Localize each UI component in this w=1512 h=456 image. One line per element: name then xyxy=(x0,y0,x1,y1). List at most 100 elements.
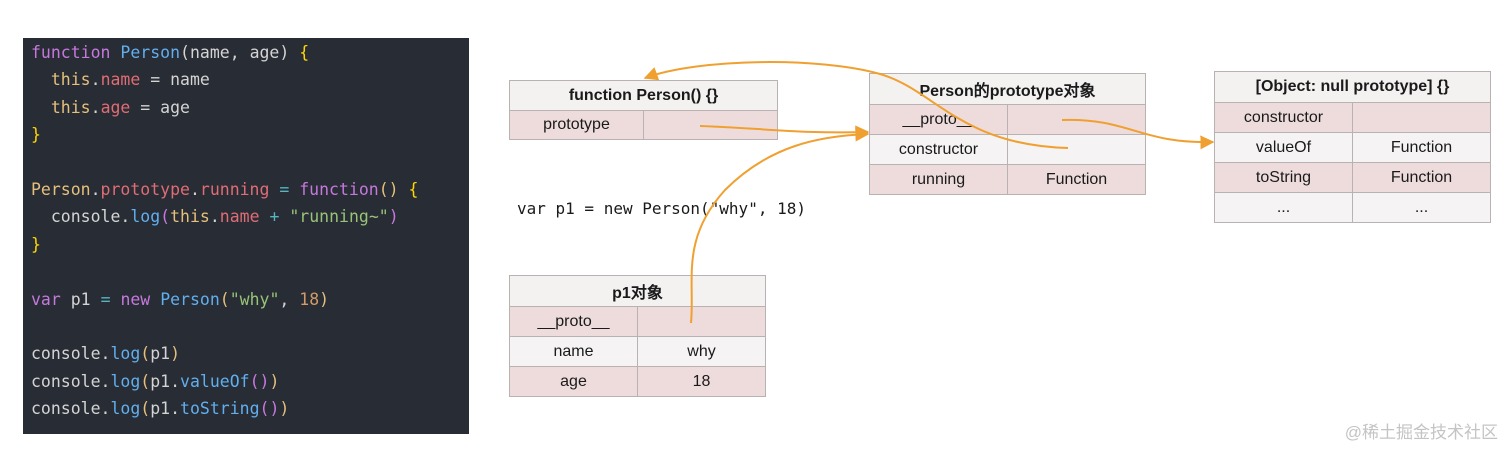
code-token: = name xyxy=(140,70,210,90)
code-line: } xyxy=(31,232,41,258)
code-editor: function Person(name, age) { this.name =… xyxy=(23,38,469,434)
person-function-table: function Person() {} prototype xyxy=(509,80,778,140)
code-token: = xyxy=(100,289,111,309)
code-token: name xyxy=(219,207,260,227)
code-token: ( xyxy=(219,289,230,309)
code-token: p1 xyxy=(150,399,171,419)
code-token: (name, age) xyxy=(180,43,300,62)
code-token: "why" xyxy=(229,289,280,309)
code-token: log xyxy=(110,371,141,391)
code-token: () xyxy=(378,180,409,199)
code-token: . xyxy=(189,180,200,199)
code-token: . xyxy=(100,399,111,419)
code-token: } xyxy=(31,234,41,254)
code-token: log xyxy=(110,344,141,364)
property-name-cell: toString xyxy=(1214,162,1353,193)
code-line: this.age = age xyxy=(31,95,190,121)
table-header: p1对象 xyxy=(509,275,766,307)
code-token: = age xyxy=(130,97,190,117)
watermark: @稀土掘金技术社区 xyxy=(1344,423,1498,442)
code-token: . xyxy=(170,371,181,391)
code-token: log xyxy=(130,207,161,227)
code-token: prototype xyxy=(100,180,190,199)
code-line: this.name = name xyxy=(31,67,210,93)
code-token: . xyxy=(100,344,111,364)
code-token: running xyxy=(199,180,270,199)
arrow-constructor-to-person-function xyxy=(643,61,1069,149)
code-token: name xyxy=(100,70,141,90)
code-token: new xyxy=(120,289,151,309)
table-row: __proto__ xyxy=(509,306,766,337)
code-token: ( xyxy=(140,344,151,364)
code-token: () xyxy=(249,371,270,391)
code-token: Person xyxy=(160,289,220,309)
code-token: ( xyxy=(160,207,171,227)
code-token: () xyxy=(259,399,280,419)
code-token: valueOf xyxy=(180,371,250,391)
table-header: Person的prototype对象 xyxy=(869,73,1146,105)
property-value-cell: Function xyxy=(1007,164,1146,195)
code-line: console.log(p1.valueOf()) xyxy=(31,369,279,395)
code-token: . xyxy=(90,180,101,199)
property-name-cell: constructor xyxy=(1214,102,1353,133)
property-value-cell: Function xyxy=(1352,132,1491,163)
code-token: { xyxy=(408,180,419,199)
code-line: console.log(this.name + "running~") xyxy=(31,204,399,230)
property-value-cell: ... xyxy=(1352,192,1491,223)
table-row: ...... xyxy=(1214,192,1491,223)
code-token: toString xyxy=(180,399,260,419)
property-name-cell: name xyxy=(509,336,638,367)
code-token: 18 xyxy=(299,289,320,309)
code-token: ( xyxy=(140,371,151,391)
property-value-cell: 18 xyxy=(637,366,766,397)
code-token: . xyxy=(120,207,131,227)
table-row: constructor xyxy=(869,134,1146,165)
code-token: this xyxy=(50,70,91,90)
code-token: = xyxy=(269,180,300,199)
code-token: ) xyxy=(319,289,330,309)
code-token: console xyxy=(50,207,121,227)
code-token: ) xyxy=(279,399,290,419)
code-token: . xyxy=(90,70,101,90)
code-token: ) xyxy=(269,371,280,391)
code-token: ) xyxy=(388,207,399,227)
property-name-cell: __proto__ xyxy=(509,306,638,337)
code-token: console xyxy=(31,371,101,391)
code-token: ( xyxy=(140,399,151,419)
code-token: p1 xyxy=(60,289,101,309)
property-value-cell: Function xyxy=(1352,162,1491,193)
table-header: [Object: null prototype] {} xyxy=(1214,71,1491,103)
code-token: . xyxy=(90,97,101,117)
property-name-cell: __proto__ xyxy=(869,104,1008,135)
code-line: } xyxy=(31,122,41,148)
code-token: Person xyxy=(120,43,181,62)
code-token: . xyxy=(209,207,220,227)
code-token: . xyxy=(100,371,111,391)
code-token: this xyxy=(50,97,91,117)
code-token: console xyxy=(31,399,101,419)
property-name-cell: age xyxy=(509,366,638,397)
table-header: function Person() {} xyxy=(509,80,778,111)
property-name-cell: running xyxy=(869,164,1008,195)
code-token: console xyxy=(31,344,101,364)
code-token: age xyxy=(100,97,131,117)
code-line: var p1 = new Person("why", 18) xyxy=(31,287,329,313)
code-token: Person xyxy=(31,180,91,199)
code-line: console.log(p1) xyxy=(31,341,180,367)
property-name-cell: valueOf xyxy=(1214,132,1353,163)
code-token: p1 xyxy=(150,344,171,364)
table-row: constructor xyxy=(1214,102,1491,133)
code-token: function xyxy=(299,180,379,199)
code-token: log xyxy=(110,399,141,419)
code-token: ) xyxy=(170,344,181,364)
property-value-cell xyxy=(637,306,766,337)
code-token: + xyxy=(259,207,290,227)
property-name-cell: ... xyxy=(1214,192,1353,223)
property-value-cell xyxy=(1352,102,1491,133)
